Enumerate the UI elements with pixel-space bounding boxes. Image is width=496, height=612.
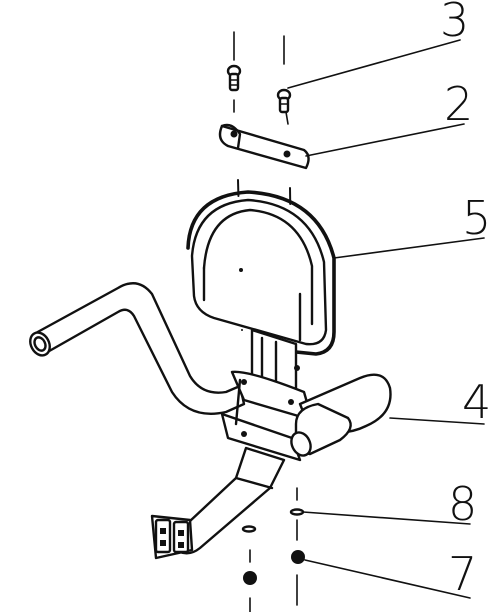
nut-left: [243, 571, 257, 585]
bolt-right: [276, 88, 292, 114]
handlebar-frame: [29, 282, 392, 560]
callout-3: 3: [440, 0, 469, 47]
callout-labels: 3 2 5 4 8 7: [440, 0, 491, 601]
callout-2: 2: [444, 77, 473, 131]
washer-left: [241, 525, 257, 533]
nut-right: [291, 550, 305, 564]
washer-right: [289, 508, 305, 516]
bolt-left: [226, 64, 242, 92]
leader-lines: [287, 39, 485, 599]
callout-4: 4: [462, 375, 491, 429]
callout-7: 7: [448, 547, 477, 601]
mounting-plate: [218, 123, 310, 170]
callout-8: 8: [448, 477, 477, 531]
backrest-pad: [186, 190, 336, 356]
callout-5: 5: [462, 191, 491, 245]
